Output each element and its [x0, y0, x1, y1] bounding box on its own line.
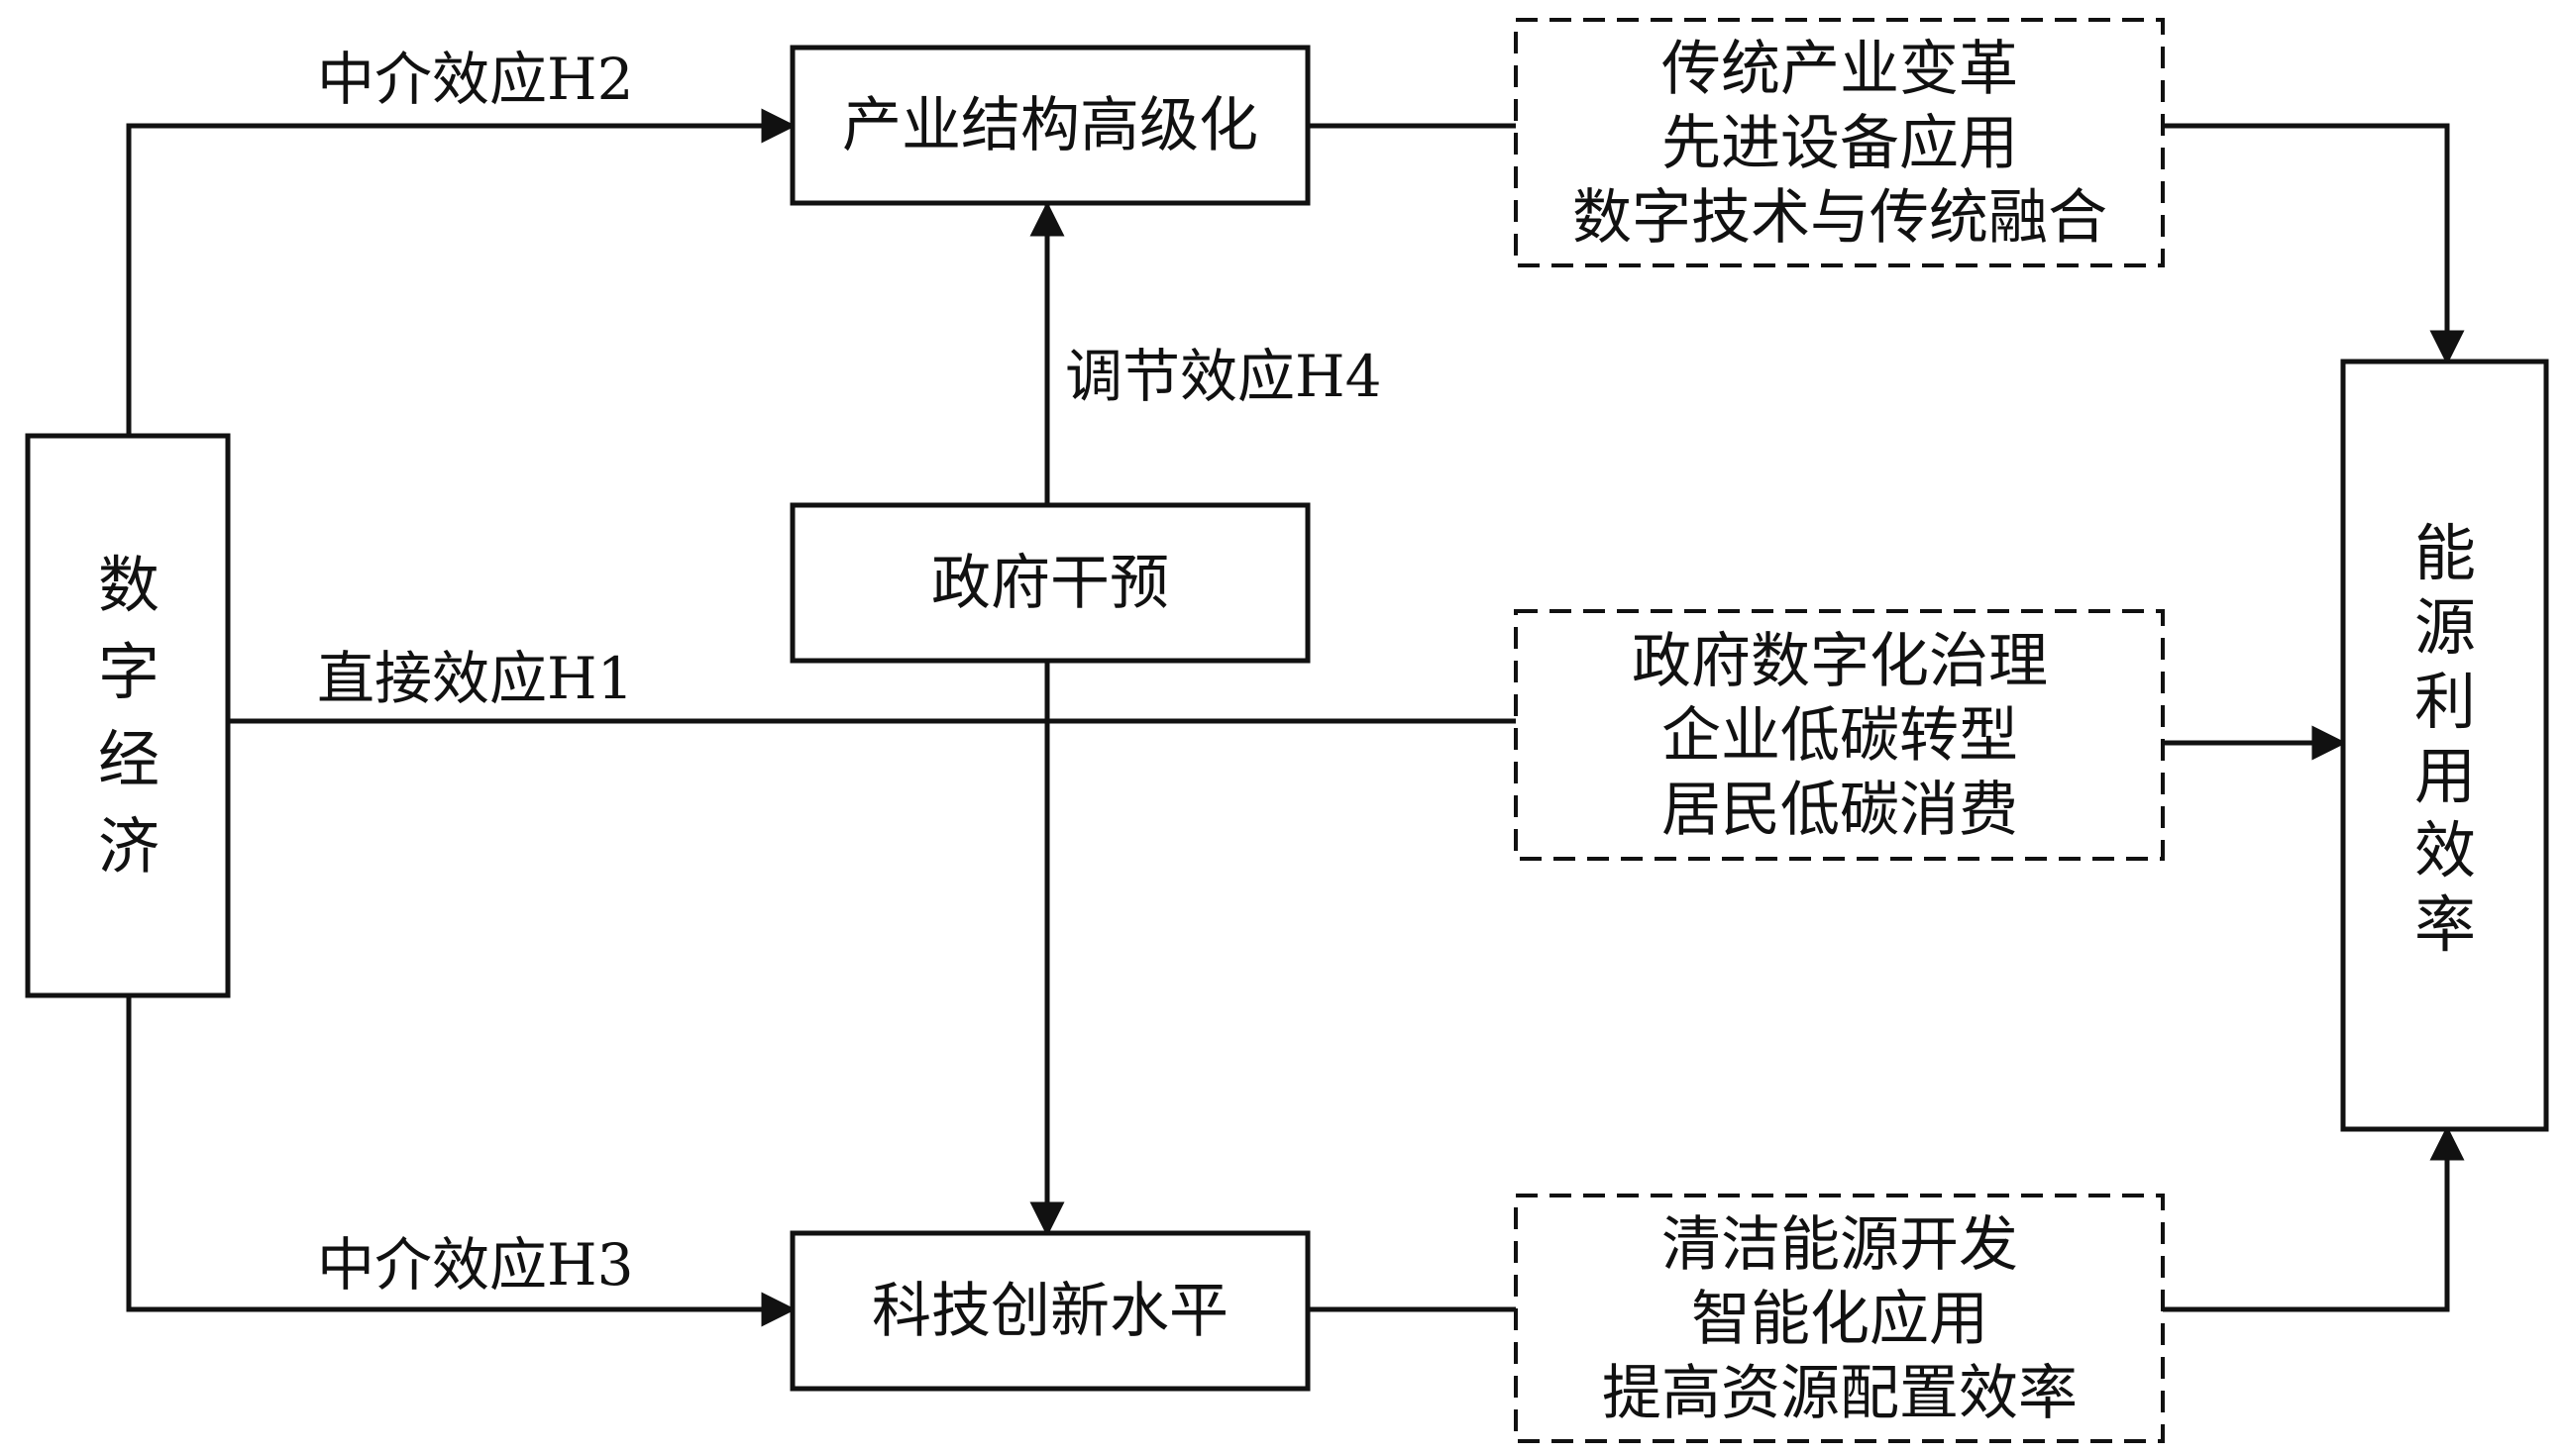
edge-mediating-h2 — [126, 108, 797, 436]
innovation-channel-line: 智能化应用 — [1691, 1285, 1988, 1354]
node-government-intervention: 政府干预 — [790, 502, 1311, 664]
node-energy-efficiency: 能 源 利 用 效 率 — [2340, 359, 2549, 1132]
node-direct-channels: 政府数字化治理 企业低碳转型 居民低碳消费 — [1514, 609, 2165, 861]
innovation-channel-line: 清洁能源开发 — [1661, 1210, 2018, 1280]
direct-channel-line: 政府数字化治理 — [1632, 627, 2048, 696]
node-tech-innovation: 科技创新水平 — [790, 1230, 1311, 1392]
direct-channel-line: 居民低碳消费 — [1661, 776, 2018, 845]
label-moderating-h4: 调节效应H4 — [1065, 343, 1381, 410]
edges — [126, 108, 2465, 1327]
government-intervention-label: 政府干预 — [931, 549, 1169, 618]
upgrade-channel-line: 先进设备应用 — [1661, 109, 2018, 178]
label-mediating-h3: 中介效应H3 — [317, 1231, 633, 1299]
innovation-channel-line: 提高资源配置效率 — [1602, 1359, 2078, 1428]
label-direct-h1: 直接效应H1 — [317, 645, 633, 712]
upgrade-channel-line: 传统产业变革 — [1661, 35, 2018, 104]
edge-innovation-channels-to-energy — [2163, 1125, 2465, 1312]
upgrade-channel-line: 数字技术与传统融合 — [1572, 183, 2107, 253]
energy-efficiency-char: 源 — [2414, 591, 2476, 664]
label-mediating-h2: 中介效应H2 — [317, 46, 633, 113]
node-upgrade-channels: 传统产业变革 先进设备应用 数字技术与传统融合 — [1514, 18, 2165, 267]
direct-channel-line: 企业低碳转型 — [1661, 701, 2018, 771]
edge-labels: 中介效应H2 调节效应H4 直接效应H1 中介效应H3 — [317, 46, 1381, 1299]
energy-efficiency-char: 效 — [2414, 814, 2476, 886]
energy-efficiency-char: 率 — [2414, 888, 2476, 961]
edge-mediating-h3 — [126, 995, 797, 1327]
digital-economy-char: 经 — [98, 723, 160, 795]
node-industrial-upgrade: 产业结构高级化 — [790, 45, 1311, 206]
node-innovation-channels: 清洁能源开发 智能化应用 提高资源配置效率 — [1514, 1194, 2165, 1443]
energy-efficiency-char: 能 — [2414, 517, 2476, 589]
digital-economy-char: 济 — [98, 810, 160, 883]
tech-innovation-label: 科技创新水平 — [872, 1277, 1229, 1346]
industrial-upgrade-label: 产业结构高级化 — [842, 91, 1258, 160]
digital-economy-char: 字 — [98, 636, 160, 708]
node-digital-economy: 数 字 经 济 — [25, 433, 231, 998]
energy-efficiency-char: 用 — [2414, 740, 2476, 812]
digital-economy-char: 数 — [98, 549, 160, 621]
energy-efficiency-char: 利 — [2414, 666, 2476, 738]
edge-upgrade-channels-to-energy — [2163, 123, 2465, 365]
